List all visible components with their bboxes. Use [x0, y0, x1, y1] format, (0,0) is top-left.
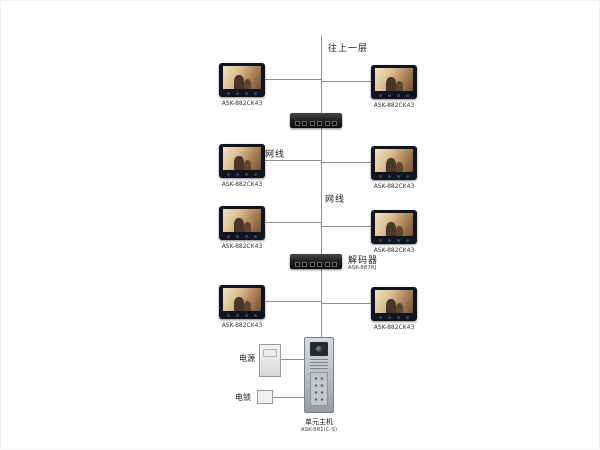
monitor-5 [371, 65, 417, 99]
monitor-screen [223, 209, 261, 232]
monitor-screen [223, 288, 261, 311]
decoder-label: 解码器 [348, 256, 379, 266]
monitor-screen [375, 68, 413, 91]
door-station-model: ASK-881(C-S) [300, 427, 338, 433]
door-station-label: 单元主机 [305, 418, 333, 426]
switch-ports [295, 121, 337, 126]
monitor-screen [375, 213, 413, 236]
monitor-screen [375, 149, 413, 172]
monitor-buttons [379, 316, 409, 319]
connector-line [265, 222, 321, 223]
monitor-7 [371, 210, 417, 244]
decoder-model: ASK-887RJ [348, 265, 377, 271]
monitor-buttons [227, 173, 257, 176]
monitor-label: ASK-882CK43 [221, 181, 263, 188]
monitor-buttons [379, 94, 409, 97]
power-wire [281, 359, 304, 360]
switch-ports [295, 262, 337, 267]
monitor-label: ASK-882CK43 [373, 247, 415, 254]
monitor-2 [219, 144, 265, 178]
monitor-buttons [379, 239, 409, 242]
electric-lock-box [257, 390, 273, 404]
keypad [310, 372, 328, 406]
monitor-8 [371, 287, 417, 321]
cable-label-2: 网线 [325, 195, 346, 205]
monitor-1 [219, 63, 265, 97]
power-supply-box [259, 344, 281, 377]
monitor-label: ASK-882CK43 [221, 322, 263, 329]
monitor-label: ASK-882CK43 [373, 102, 415, 109]
monitor-label: ASK-882CK43 [221, 243, 263, 250]
camera-window [310, 342, 328, 356]
monitor-screen [223, 66, 261, 89]
door-station [304, 337, 334, 413]
monitor-buttons [379, 175, 409, 178]
monitor-buttons [227, 92, 257, 95]
monitor-screen [375, 290, 413, 313]
lock-wire [273, 397, 304, 398]
connector-line [321, 162, 371, 163]
connector-line [321, 81, 371, 82]
connector-line [321, 226, 371, 227]
connector-line [265, 160, 321, 161]
decoder-switch [290, 254, 342, 269]
connector-line [265, 301, 321, 302]
speaker-grille [310, 359, 328, 369]
monitor-buttons [227, 235, 257, 238]
lock-label: 电锁 [235, 393, 251, 402]
connector-line [265, 79, 321, 80]
monitor-buttons [227, 314, 257, 317]
monitor-4 [219, 285, 265, 319]
riser-label: 往上一层 [328, 44, 369, 54]
monitor-label: ASK-882CK43 [221, 100, 263, 107]
monitor-screen [223, 147, 261, 170]
network-switch [290, 113, 342, 128]
connector-line [321, 303, 371, 304]
power-label: 电源 [239, 354, 255, 363]
monitor-label: ASK-882CK43 [373, 183, 415, 190]
monitor-3 [219, 206, 265, 240]
monitor-6 [371, 146, 417, 180]
riser-trunk-line [321, 36, 322, 337]
monitor-label: ASK-882CK43 [373, 324, 415, 331]
cable-label-1: 网线 [265, 150, 286, 160]
